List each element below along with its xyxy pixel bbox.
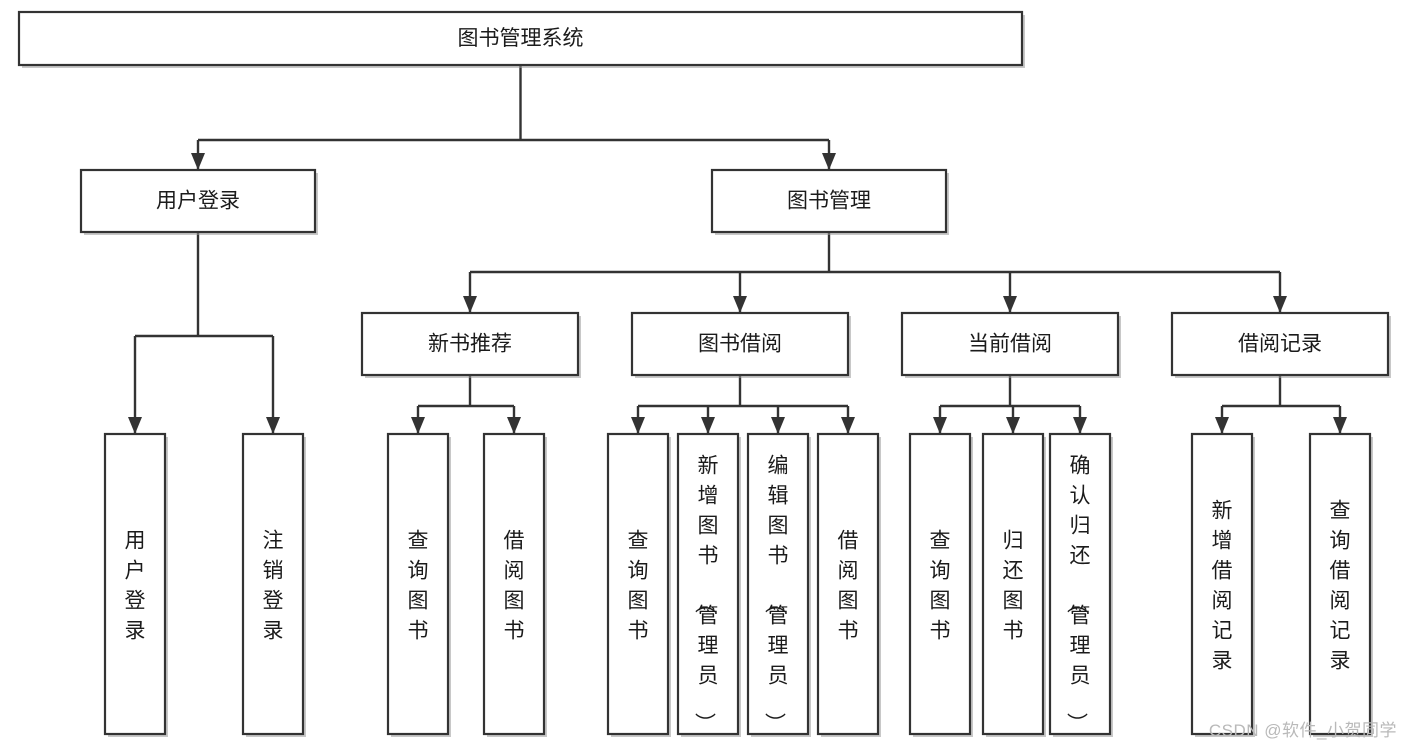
connector-newbook	[411, 375, 521, 434]
node-leaf-13[interactable]: 查询借阅记录	[1308, 432, 1373, 737]
connector-bookmgmt	[463, 232, 1287, 313]
node-label: 查询图书	[628, 529, 649, 642]
node-box[interactable]	[981, 432, 1045, 736]
node-label: 新书推荐	[428, 333, 512, 356]
node-newbook[interactable]: 新书推荐	[360, 311, 581, 378]
node-box[interactable]	[816, 432, 880, 736]
node-box[interactable]	[482, 432, 546, 736]
node-label: 查询借阅记录	[1330, 499, 1351, 672]
node-box[interactable]	[241, 432, 305, 736]
node-label: 注销登录	[263, 529, 284, 642]
node-box[interactable]	[1048, 432, 1112, 736]
node-label: 图书借阅	[698, 333, 782, 356]
connector-current	[933, 375, 1087, 434]
node-box[interactable]	[908, 432, 972, 736]
node-label: 查询图书	[408, 529, 429, 642]
node-box[interactable]	[746, 432, 810, 736]
node-leaf-9[interactable]: 查询图书	[908, 432, 973, 737]
csdn-watermark: CSDN @软件_小贺同学	[1208, 721, 1397, 740]
node-leaf-5[interactable]: 查询图书	[606, 432, 671, 737]
connector-borrow	[631, 375, 855, 434]
node-label: 查询图书	[930, 529, 951, 642]
node-box[interactable]	[1170, 311, 1390, 377]
node-box[interactable]	[1308, 432, 1372, 736]
node-label: 借阅图书	[838, 529, 859, 642]
node-leaf-2[interactable]: 注销登录	[241, 432, 306, 737]
node-login[interactable]: 用户登录	[79, 168, 318, 235]
connector-root	[191, 65, 836, 170]
node-box[interactable]	[103, 432, 167, 736]
node-label: 归还图书	[1003, 529, 1024, 642]
node-borrow[interactable]: 图书借阅	[630, 311, 851, 378]
connector-login	[128, 232, 280, 434]
node-leaf-7[interactable]: 编辑图书（管理员）	[746, 432, 811, 737]
node-box[interactable]	[79, 168, 317, 234]
node-label: 借阅图书	[504, 529, 525, 642]
node-leaf-3[interactable]: 查询图书	[386, 432, 451, 737]
node-box[interactable]	[630, 311, 850, 377]
node-root[interactable]: 图书管理系统	[17, 10, 1025, 68]
node-label: 借阅记录	[1238, 333, 1322, 356]
node-current[interactable]: 当前借阅	[900, 311, 1121, 378]
node-leaf-1[interactable]: 用户登录	[103, 432, 168, 737]
node-box[interactable]	[386, 432, 450, 736]
node-box[interactable]	[676, 432, 740, 736]
node-leaf-6[interactable]: 新增图书（管理员）	[676, 432, 741, 737]
node-label: 当前借阅	[968, 333, 1052, 356]
node-bookmgmt[interactable]: 图书管理	[710, 168, 949, 235]
node-label: 图书管理系统	[458, 27, 584, 50]
node-leaf-12[interactable]: 新增借阅记录	[1190, 432, 1255, 737]
node-box[interactable]	[900, 311, 1120, 377]
node-label: 新增图书（管理员）	[693, 454, 719, 733]
node-leaf-10[interactable]: 归还图书	[981, 432, 1046, 737]
node-label: 用户登录	[156, 190, 240, 213]
node-box[interactable]	[360, 311, 580, 377]
connector-layer	[128, 65, 1347, 434]
node-label: 新增借阅记录	[1212, 499, 1233, 672]
node-leaf-11[interactable]: 确认归还（管理员）	[1048, 432, 1113, 737]
node-leaf-4[interactable]: 借阅图书	[482, 432, 547, 737]
node-label: 确认归还（管理员）	[1065, 454, 1091, 733]
node-label: 用户登录	[125, 529, 146, 642]
node-leaf-8[interactable]: 借阅图书	[816, 432, 881, 737]
node-records[interactable]: 借阅记录	[1170, 311, 1391, 378]
node-label: 图书管理	[787, 190, 871, 213]
node-box[interactable]	[1190, 432, 1254, 736]
node-box[interactable]	[710, 168, 948, 234]
node-label: 编辑图书（管理员）	[763, 454, 789, 733]
node-layer: 图书管理系统用户登录图书管理新书推荐图书借阅当前借阅借阅记录用户登录注销登录查询…	[17, 10, 1391, 737]
node-box[interactable]	[606, 432, 670, 736]
node-box[interactable]	[17, 10, 1024, 67]
connector-records	[1215, 375, 1347, 434]
